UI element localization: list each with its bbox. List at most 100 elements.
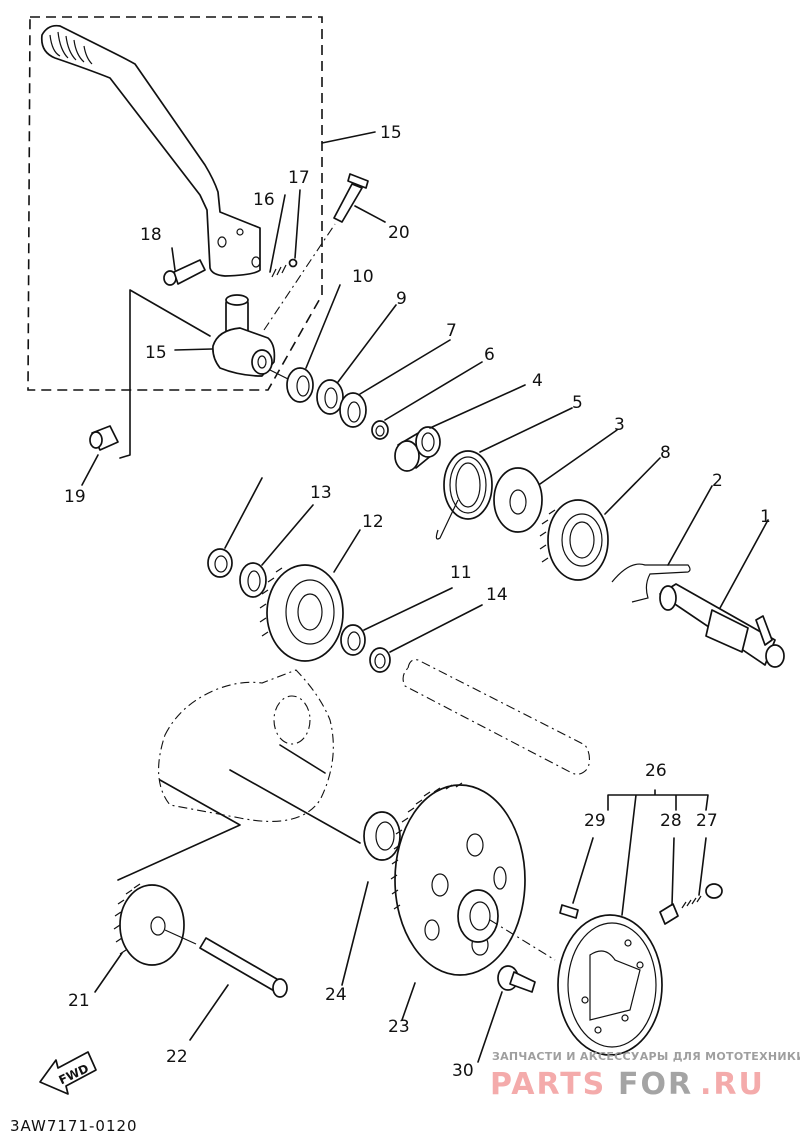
callout-13[interactable]: 13 <box>310 483 332 503</box>
callout-29[interactable]: 29 <box>584 811 606 831</box>
leader-24 <box>401 982 416 1021</box>
leader-11 <box>363 587 453 631</box>
leader-22-bracket <box>117 779 241 881</box>
leader-20 <box>81 454 99 486</box>
mainshaft-ghost <box>402 659 591 775</box>
axis-24 <box>489 919 556 961</box>
starter-clutch-26 <box>557 914 663 1056</box>
callout-11[interactable]: 11 <box>450 563 472 583</box>
leader-17 <box>269 194 286 273</box>
kick-crank-lever <box>40 24 261 277</box>
leader-29 <box>572 837 594 904</box>
callout-3[interactable]: 3 <box>614 415 625 435</box>
callout-21[interactable]: 20 <box>388 223 410 243</box>
bolt-30 <box>497 965 536 993</box>
idler-gear-22 <box>113 883 185 966</box>
callout-5[interactable]: 5 <box>572 393 583 413</box>
bolt-21 <box>333 173 369 223</box>
callout-12[interactable]: 12 <box>362 512 384 532</box>
axis-bolt21 <box>263 223 336 331</box>
kick-boss <box>212 294 276 377</box>
oil-seal-10 <box>286 367 314 403</box>
collar-20 <box>89 425 119 451</box>
callout-19[interactable]: 18 <box>140 225 162 245</box>
kick-axle-1 <box>659 583 785 668</box>
callout-20[interactable]: 19 <box>64 487 86 507</box>
leader-30 <box>477 991 503 1063</box>
leader-6 <box>384 361 483 421</box>
assembly-15-frame <box>27 16 323 391</box>
callout-14-right[interactable]: 14 <box>486 585 508 605</box>
bolt-19 <box>163 259 206 286</box>
callout-30[interactable]: 30 <box>452 1061 474 1081</box>
callout-25[interactable]: 24 <box>325 985 347 1005</box>
leader-8 <box>604 457 661 515</box>
leader-28 <box>671 837 675 906</box>
wheel-gear-24 <box>390 782 526 976</box>
callout-22[interactable]: 21 <box>68 991 90 1011</box>
torsion-spring-5 <box>435 450 493 540</box>
leader-14-left <box>224 477 263 549</box>
leader-10 <box>305 284 341 369</box>
leader-4 <box>429 384 526 429</box>
callout-4[interactable]: 4 <box>532 371 543 391</box>
leader-5 <box>479 407 573 453</box>
leader-13 <box>261 504 314 566</box>
leader-20-bracket <box>119 289 211 459</box>
callout-8[interactable]: 8 <box>660 443 671 463</box>
washer-11 <box>340 624 366 656</box>
callout-17[interactable]: 16 <box>253 190 275 210</box>
leader-18 <box>294 189 301 259</box>
leader-9 <box>337 304 397 383</box>
leader-19 <box>171 247 176 271</box>
watermark-tagline: ЗАПЧАСТИ И АКСЕССУАРЫ ДЛЯ МОТОТЕХНИКИ <box>492 1050 800 1063</box>
shaft-23 <box>199 937 288 998</box>
crankcase-ghost <box>158 669 334 822</box>
crankcase-boss-ghost <box>273 695 311 745</box>
callout-26[interactable]: 26 <box>645 761 667 781</box>
leader-2 <box>667 485 713 566</box>
leader-25 <box>341 881 369 986</box>
callout-16[interactable]: 15 <box>145 343 167 363</box>
callout-2[interactable]: 2 <box>712 471 723 491</box>
kick-idle-gear-12 <box>259 564 344 662</box>
watermark-brand-parts: PARTS <box>490 1067 606 1102</box>
leader-14-right <box>389 604 483 653</box>
ball-18 <box>288 258 298 268</box>
washer-3 <box>493 467 543 533</box>
callout-24[interactable]: 23 <box>388 1017 410 1037</box>
leader-1 <box>719 519 769 609</box>
plunger-28 <box>659 903 679 925</box>
callout-15[interactable]: 15 <box>380 123 402 143</box>
washer-9 <box>316 379 344 415</box>
washer-7 <box>339 392 367 428</box>
axis-upper <box>269 369 291 381</box>
leader-21 <box>354 205 386 223</box>
leader-7 <box>359 339 451 395</box>
leader-27 <box>698 837 707 896</box>
axis-22 <box>164 929 197 945</box>
pin-ghost <box>279 744 326 774</box>
leader-12 <box>333 529 361 573</box>
bracket-26 <box>607 789 709 916</box>
callout-6[interactable]: 6 <box>484 345 495 365</box>
leader-3 <box>539 429 618 485</box>
watermark-brand-ru: .RU <box>700 1067 765 1102</box>
washer-25 <box>363 811 401 861</box>
spring-guide-4 <box>394 426 441 472</box>
circlip-6 <box>371 420 389 440</box>
circlip-14-right <box>369 647 391 673</box>
axis-25 <box>229 769 361 844</box>
callout-18[interactable]: 17 <box>288 168 310 188</box>
callout-9[interactable]: 9 <box>396 289 407 309</box>
kick-clip-2 <box>611 563 691 603</box>
leader-16 <box>174 348 213 351</box>
callout-28[interactable]: 28 <box>660 811 682 831</box>
watermark-brand-for: FOR <box>618 1067 693 1102</box>
callout-1[interactable]: 1 <box>760 507 771 527</box>
callout-7[interactable]: 7 <box>446 321 457 341</box>
callout-27[interactable]: 27 <box>696 811 718 831</box>
callout-23[interactable]: 22 <box>166 1047 188 1067</box>
callout-10[interactable]: 10 <box>352 267 374 287</box>
